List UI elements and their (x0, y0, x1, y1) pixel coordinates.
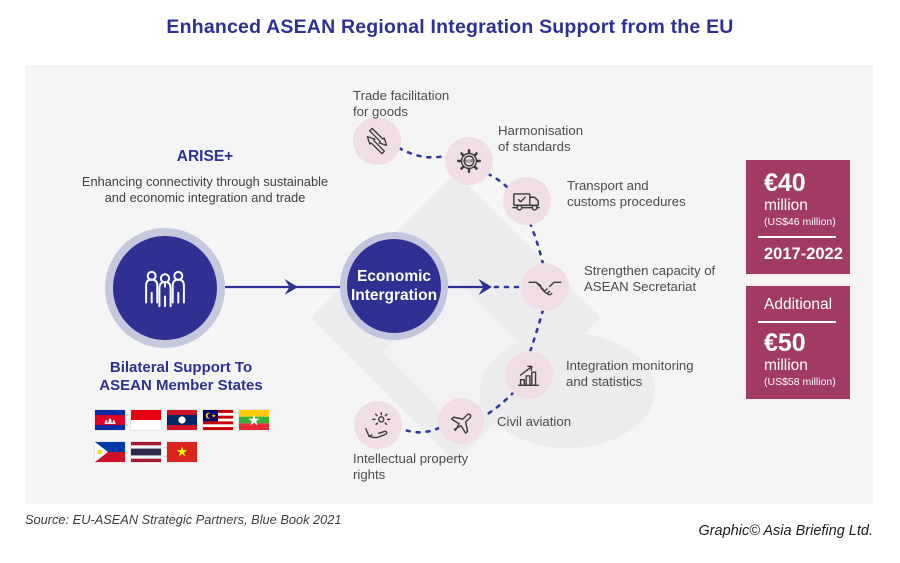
bar-chart-icon (517, 365, 540, 387)
idea-hand-icon (365, 412, 391, 439)
flag-laos (167, 410, 197, 430)
economic-integration-node: Economic Intergration (340, 232, 448, 340)
divider (758, 236, 836, 238)
divider (758, 321, 836, 323)
funding-usd: (US$46 million) (764, 216, 836, 228)
watermark-blob (480, 333, 655, 448)
airplane-icon (450, 413, 472, 434)
flag-malaysia (203, 410, 233, 430)
node-intellectual-property (354, 401, 402, 449)
flag-vietnam (167, 442, 197, 462)
arrowhead-right (478, 279, 492, 295)
flag-myanmar (239, 410, 269, 430)
bilateral-heading: Bilateral Support To ASEAN Member States (99, 359, 263, 394)
trade-arrows-icon (366, 127, 388, 155)
area-label-ip: Intellectual property rights (353, 451, 469, 482)
arise-block: ARISE+ Enhancing connectivity through su… (40, 148, 370, 206)
node-asean-secretariat (521, 263, 569, 311)
node-trade-facilitation (353, 117, 401, 165)
funding-box-additional: Additional €50 million (US$58 million) (746, 286, 850, 399)
area-label-aviation: Civil aviation (497, 414, 572, 429)
node-transport-customs (503, 177, 551, 225)
member-flags (95, 410, 270, 462)
handshake-icon (528, 281, 562, 296)
page-title: Enhanced ASEAN Regional Integration Supp… (166, 16, 734, 38)
funding-heading: Additional (764, 296, 833, 313)
program-description: Enhancing connectivity through sustainab… (81, 174, 329, 205)
funding-box-2017-2022: €40 million (US$46 million) 2017-2022 (746, 160, 850, 274)
area-label-monitoring: Integration monitoring and statistics (566, 358, 694, 389)
area-label-transport: Transport and customs procedures (567, 178, 686, 209)
source-note: Source: EU-ASEAN Strategic Partners, Blu… (25, 512, 342, 527)
flag-indonesia (131, 410, 161, 430)
graphic-credit: Graphic© Asia Briefing Ltd. (698, 523, 873, 539)
customs-truck-icon (512, 192, 540, 211)
program-name: ARISE+ (176, 148, 234, 165)
funding-period: 2017-2022 (764, 244, 843, 263)
funding-amount: €50 (764, 328, 806, 357)
sop-gear-icon: SOP (457, 149, 481, 173)
area-label-harmonisation: Harmonisation of standards (498, 123, 584, 154)
flag-thailand (131, 442, 161, 462)
node-integration-monitoring (505, 351, 553, 399)
flag-philippines (95, 442, 125, 462)
funding-amount: €40 (764, 169, 806, 197)
funding-unit: million (764, 197, 808, 214)
funding-usd: (US$58 million) (764, 375, 836, 388)
arrowhead-left (284, 279, 298, 295)
node-harmonisation: SOP (445, 137, 493, 185)
area-label-secretariat: Strengthen capacity of ASEAN Secretariat (584, 263, 716, 294)
connector-lines (225, 146, 545, 434)
svg-text:SOP: SOP (465, 159, 474, 164)
people-icon (145, 270, 185, 308)
funding-unit: million (764, 356, 808, 374)
area-label-trade: Trade facilitation for goods (353, 88, 450, 119)
asean-members-circle (105, 228, 225, 348)
infographic-panel: ARISE+ Enhancing connectivity through su… (25, 65, 873, 504)
flag-cambodia (95, 410, 125, 430)
node-civil-aviation (438, 398, 484, 444)
